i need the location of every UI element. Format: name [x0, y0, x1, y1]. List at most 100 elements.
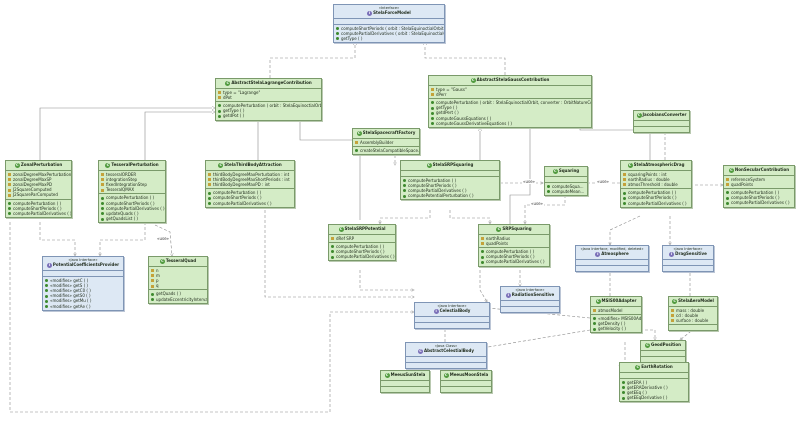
attributes-section [545, 177, 587, 183]
operation: computeShortPeriods ( ) [726, 195, 792, 200]
operations-section: createStelaCompatibleSpace... [353, 147, 419, 154]
stereotype: «Java Interface» [515, 288, 545, 292]
attribute: earthRadius [481, 236, 547, 241]
attribute: cd : double [671, 313, 715, 318]
operation: «modifies» getC ( ) [45, 278, 121, 283]
attributes-section: thirdBodyDegreeMaxPerturbation : int thi… [206, 171, 294, 190]
attributes-section: type = "Gauss" dPerr [429, 86, 591, 99]
operations-section: computePerturbation ( ) computeShortPeri… [206, 189, 294, 207]
operations-section [663, 266, 713, 271]
use-label: «use» [156, 236, 170, 241]
attribute: thirdBodyDegreeMaxPerturbation : int [208, 172, 292, 177]
class-name: CelestialBody [439, 308, 471, 313]
attribute: atmosThreshold : double [623, 182, 689, 187]
attribute: thirdBodyDegreeMaxShortPeriods : int [208, 177, 292, 182]
operation: computeMean... [547, 189, 585, 194]
attributes-section [641, 351, 685, 357]
operation: computePerturbation ( orbit : StelaEquin… [218, 103, 321, 108]
attribute: type = "Gauss" [431, 87, 589, 92]
attribute: n [151, 268, 205, 273]
operation: «modifies» MSIS00Adapter ( ) [593, 316, 641, 321]
class-icon: C [496, 226, 502, 232]
attribute: atmosModel [593, 308, 639, 313]
class-name: RadiationSensitive [511, 292, 555, 297]
stereotype: «Interface» [378, 6, 400, 10]
interface-icon: I [595, 251, 601, 257]
stereotype: «Java Class» [434, 344, 458, 348]
class-name: ZonalPerturbation [20, 162, 63, 167]
attribute: J2SquareParComputed [8, 192, 69, 197]
operation: computeShortPeriods ( ) [623, 195, 689, 200]
attributes-section [441, 381, 491, 387]
class-name: DragSensitive [675, 251, 707, 256]
operation: computePartialDerivatives ( ) [623, 201, 689, 206]
class-icon: C [225, 80, 231, 86]
operations-section [641, 357, 685, 362]
class-name: SRPSquaring [502, 226, 532, 231]
class-icon: C [14, 162, 20, 168]
operation: computeShortPeriods ( orbit : StelaEquin… [336, 26, 444, 31]
interface-icon: I [669, 251, 675, 257]
interface-icon: I [433, 308, 439, 314]
operation: computeShortPeriods ( ) [8, 206, 69, 211]
class-name: MSIS00Adapter [601, 298, 637, 303]
operation: getdPert ( ) [431, 110, 589, 115]
attributes-section [401, 171, 499, 177]
attributes-section: type = "Lagrange" dPot [216, 89, 321, 102]
operation: computePerturbation ( ) [403, 178, 497, 183]
operation: getdPot ( ) [218, 113, 319, 118]
operation: «modifies» getC0 ( ) [45, 288, 121, 293]
stereotype: «Java Interface, modified, deleted» [580, 247, 644, 251]
operation: getQuadsList ( ) [101, 216, 163, 221]
attributes-section: mass : double cd : double surface : doub… [669, 307, 717, 326]
operations-section: computePerturbation ( ) computeShortPeri… [99, 194, 165, 222]
attribute: J2SquareComputed [8, 187, 69, 192]
operation: computePerturbation ( ) [623, 190, 689, 195]
attributes-section: zonalDegreeMaxPerturbation zonalDegreeMa… [6, 171, 71, 200]
class-name: StelaSpacecraftFactory [362, 130, 416, 135]
class-name: StelaSRPPotential [344, 226, 386, 231]
class-name: GeodPosition [651, 342, 681, 347]
class-icon: C [443, 372, 449, 378]
attributes-section: earthRadius quadPoints [479, 235, 549, 248]
attributes-section [501, 301, 559, 307]
operations-section: «modifies» MSIS00Adapter ( ) getDensity … [591, 315, 641, 333]
attribute: squaringPoints : int [623, 172, 689, 177]
operation: getDensity ( ) [593, 321, 639, 326]
attribute: TesseralQMAX [101, 187, 163, 192]
attribute: q [151, 283, 205, 288]
operations-section [381, 387, 429, 392]
stereotype: «Java Interface» [68, 258, 98, 262]
attribute: earthRadius : double [623, 177, 689, 182]
class-name: Squaring [558, 168, 580, 173]
operations-section: getERA ( ) getERADerivative ( ) getEEq (… [620, 379, 688, 402]
operation: computePartialDerivatives ( ) [726, 200, 792, 205]
